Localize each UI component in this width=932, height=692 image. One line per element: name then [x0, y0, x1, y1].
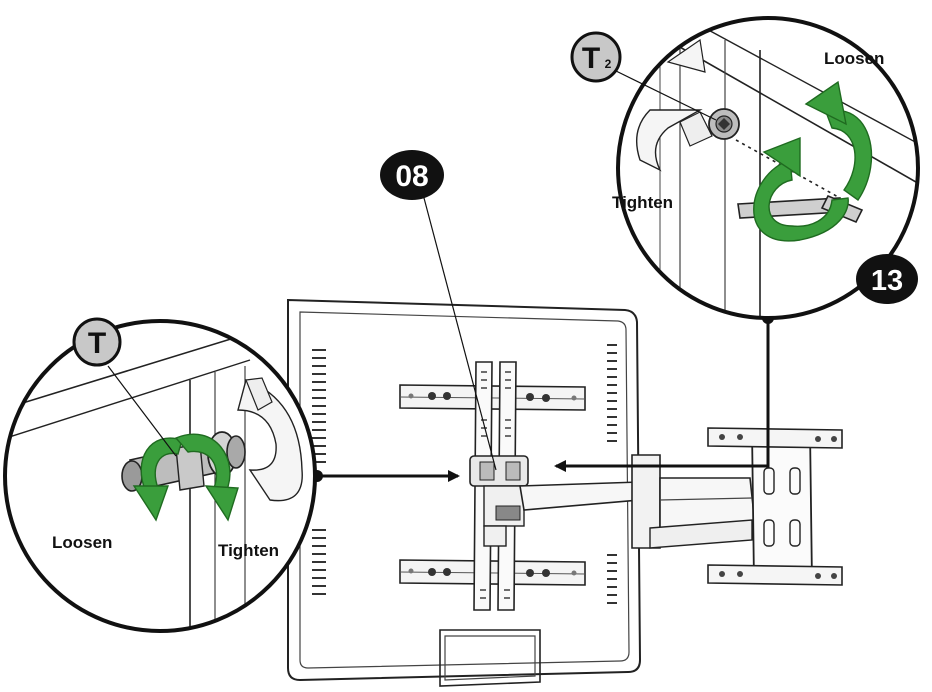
- clockwise-arrow-icon: [753, 136, 849, 242]
- badge-t2: T 2: [570, 31, 622, 83]
- detail-circle-right: Loosen Tighten: [612, 16, 920, 320]
- wall-arm: [519, 427, 843, 586]
- badge-08: 08: [380, 150, 444, 200]
- tv-mounting-plate: [399, 361, 586, 611]
- clockwise-arrow-icon: [174, 433, 239, 522]
- badge-13: 13: [856, 254, 918, 304]
- svg-text:08: 08: [395, 160, 428, 193]
- vent-slots-left: [312, 349, 326, 595]
- svg-text:2: 2: [605, 57, 612, 71]
- svg-text:T: T: [88, 327, 106, 360]
- detail-circle-left: Loosen Tighten: [3, 319, 317, 633]
- tv-back-panel: [287, 298, 642, 687]
- counterclockwise-arrow-icon: [132, 437, 183, 522]
- label-left-tighten: Tighten: [218, 541, 279, 560]
- label-right-loosen: Loosen: [824, 49, 884, 68]
- vent-slots-right: [607, 344, 617, 604]
- label-left-loosen: Loosen: [52, 533, 112, 552]
- svg-text:13: 13: [871, 265, 903, 297]
- badge-t: T: [72, 317, 122, 367]
- label-right-tighten: Tighten: [612, 193, 673, 212]
- svg-text:T: T: [582, 42, 600, 75]
- counterclockwise-arrow-icon: [804, 80, 873, 201]
